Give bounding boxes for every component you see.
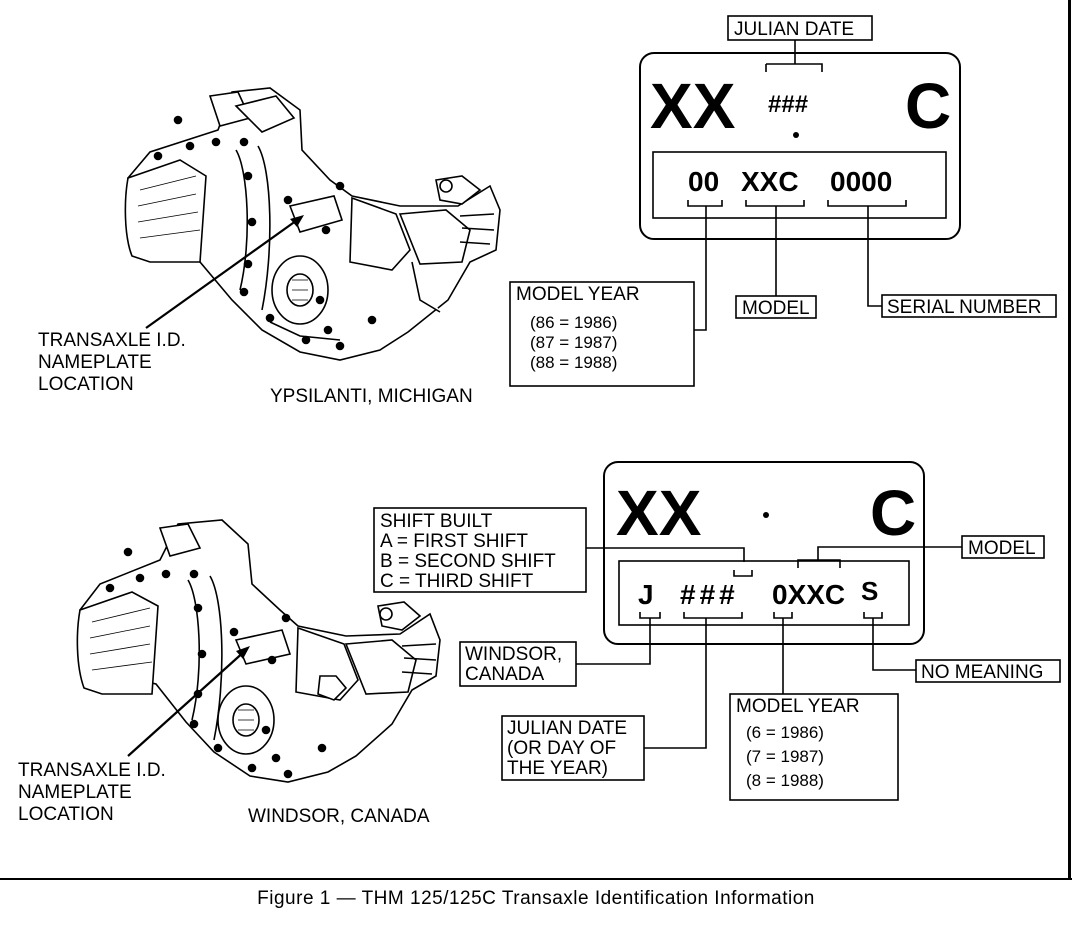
- model-year-line-bottom-1: (6 = 1986): [746, 723, 824, 742]
- plant-label-ypsilanti: YPSILANTI, MICHIGAN: [270, 386, 473, 407]
- windsor-leader: [576, 618, 651, 665]
- plate-dot-top: [793, 132, 799, 138]
- plate-model-code-bottom: 0XXC: [772, 579, 845, 610]
- right-border: [1068, 0, 1071, 878]
- nameplate-label-bottom-2: NAMEPLATE: [18, 782, 132, 803]
- plate-right-code-bottom: C: [870, 477, 916, 549]
- plate-serial-code-top: 0000: [830, 166, 892, 197]
- nameplate-label-bottom-1: TRANSAXLE I.D.: [18, 760, 166, 781]
- model-year-title-bottom: MODEL YEAR: [736, 696, 860, 717]
- julian-date-bracket-top: [765, 40, 823, 72]
- plate-dot-bottom: [763, 512, 769, 518]
- model-year-box-bottom: [729, 693, 899, 801]
- plate-julian-marks-bottom: ###: [680, 579, 739, 610]
- serial-leader-top: [867, 206, 882, 307]
- model-label-bottom: MODEL: [968, 538, 1036, 559]
- shift-built-line-2: B = SECOND SHIFT: [380, 551, 556, 572]
- model-label-top: MODEL: [742, 298, 810, 319]
- nameplate-label-top-1: TRANSAXLE I.D.: [38, 330, 186, 351]
- caption-rule: [0, 878, 1072, 880]
- no-meaning-box: [915, 659, 1061, 683]
- transaxle-illustration-ypsilanti: [124, 87, 501, 361]
- model-year-line-bottom-2: (7 = 1987): [746, 747, 824, 766]
- nameplate-pointer-top: [145, 215, 304, 329]
- nameplate-label-top-3: LOCATION: [38, 374, 134, 395]
- plant-label-windsor: WINDSOR, CANADA: [248, 806, 430, 827]
- nameplate-ypsilanti: XX C ### 00 XXC 0000: [639, 52, 961, 240]
- shift-built-box: [373, 507, 587, 593]
- julian-line-2: (OR DAY OF: [507, 738, 616, 759]
- model-year-line-top-1: (86 = 1986): [530, 313, 617, 332]
- model-leader-bottom: [797, 546, 962, 568]
- plate-suffix-code-bottom: S: [861, 576, 878, 606]
- windsor-line-2: CANADA: [465, 664, 545, 685]
- plate-plant-code-bottom: J: [638, 579, 654, 610]
- plate-inner-panel-top: [652, 151, 947, 219]
- julian-line-1: JULIAN DATE: [507, 718, 627, 739]
- no-meaning-leader: [872, 618, 916, 671]
- nameplate-pointer-bottom: [127, 646, 250, 757]
- model-year-line-top-3: (88 = 1988): [530, 353, 617, 372]
- julian-leader-bottom: [644, 618, 707, 749]
- transaxle-illustration-windsor: [76, 519, 441, 783]
- model-year-line-top-2: (87 = 1987): [530, 333, 617, 352]
- nameplate-windsor: XX C J ### 0XXC S: [603, 461, 925, 645]
- nameplate-label-top-2: NAMEPLATE: [38, 352, 152, 373]
- shift-built-line-1: A = FIRST SHIFT: [380, 531, 528, 552]
- no-meaning-label: NO MEANING: [921, 662, 1043, 683]
- shift-built-leader: [586, 547, 753, 577]
- julian-line-3: THE YEAR): [507, 758, 608, 779]
- model-box-top: [735, 295, 817, 319]
- transaxle-id-diagram: TRANSAXLE I.D. NAMEPLATE LOCATION YPSILA…: [18, 15, 1061, 827]
- model-year-box-top: [509, 281, 695, 387]
- nameplate-label-bottom-3: LOCATION: [18, 804, 114, 825]
- code-brackets-top: [687, 200, 907, 207]
- plate-model-year-code-top: 00: [688, 166, 719, 197]
- plate-julian-marks-top: ###: [768, 91, 808, 118]
- windsor-line-1: WINDSOR,: [465, 644, 562, 665]
- shift-built-title: SHIFT BUILT: [380, 511, 493, 532]
- julian-date-label-top: JULIAN DATE: [734, 19, 854, 40]
- shift-built-line-3: C = THIRD SHIFT: [380, 571, 534, 592]
- plate-right-code-top: C: [905, 70, 951, 142]
- plate-inner-panel-bottom: [618, 560, 910, 626]
- model-year-leader-top: [694, 206, 707, 331]
- serial-number-label: SERIAL NUMBER: [887, 297, 1042, 318]
- model-year-title-top: MODEL YEAR: [516, 284, 640, 305]
- plate-model-code-top: XXC: [741, 166, 799, 197]
- plate-left-code-bottom: XX: [616, 477, 702, 549]
- model-year-line-bottom-3: (8 = 1988): [746, 771, 824, 790]
- plate-left-code-top: XX: [650, 70, 736, 142]
- figure-caption: Figure 1 — THM 125/125C Transaxle Identi…: [257, 888, 815, 909]
- julian-date-box-top: [727, 15, 873, 41]
- serial-number-box: [881, 294, 1057, 318]
